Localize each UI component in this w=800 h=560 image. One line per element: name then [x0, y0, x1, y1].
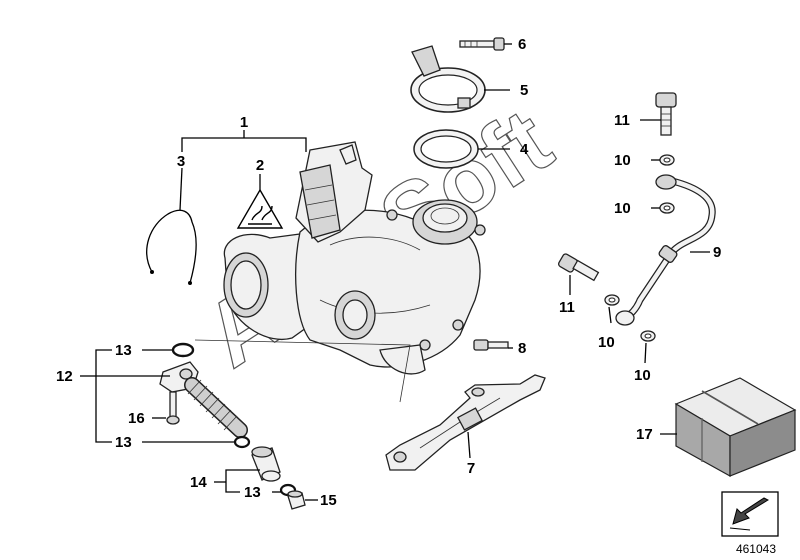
bracket-bolt[interactable] [473, 339, 509, 351]
callout-10-c: 10 [598, 334, 615, 351]
o-ring[interactable] [233, 435, 251, 449]
sealing-washer[interactable] [604, 294, 620, 306]
clamp-bolt[interactable] [459, 37, 505, 51]
gasket-ring[interactable] [413, 129, 479, 169]
callout-9: 9 [713, 244, 721, 261]
callout-10-b: 10 [614, 200, 631, 217]
callout-1: 1 [240, 114, 248, 131]
flange-screw[interactable] [166, 391, 180, 425]
hose-assembly[interactable] [159, 361, 248, 438]
sealing-plug[interactable] [287, 490, 306, 510]
v-band-clamp[interactable] [410, 45, 486, 113]
hot-surface-warning-icon [236, 188, 284, 229]
callout-13-a: 13 [115, 342, 132, 359]
callout-11-b: 11 [559, 299, 575, 316]
pipe-connector[interactable] [251, 446, 281, 482]
callout-6: 6 [518, 36, 526, 53]
callout-14: 14 [190, 474, 207, 491]
diagram-number: 461043 [736, 542, 776, 556]
callout-17: 17 [636, 426, 653, 443]
callout-4: 4 [520, 141, 529, 158]
callout-10-a: 10 [614, 152, 631, 169]
callout-3: 3 [177, 153, 185, 170]
callout-2: 2 [256, 157, 264, 174]
callout-7: 7 [467, 460, 475, 477]
callout-5: 5 [520, 82, 528, 99]
o-ring[interactable] [171, 342, 195, 358]
arrow-down-left-icon[interactable] [721, 491, 779, 537]
callout-labels: 1 2 3 4 5 6 7 8 9 10 10 10 10 11 11 12 1… [56, 36, 721, 509]
support-bracket[interactable] [385, 374, 546, 471]
sealing-washer[interactable] [640, 330, 656, 342]
repair-kit-box[interactable] [674, 377, 797, 478]
callout-15: 15 [320, 492, 337, 509]
callout-13-c: 13 [244, 484, 261, 501]
sealing-washer[interactable] [659, 202, 675, 214]
callout-13-b: 13 [115, 434, 132, 451]
leader-lines [80, 43, 710, 501]
callout-12: 12 [56, 368, 73, 385]
hollow-bolt[interactable] [558, 253, 600, 282]
sealing-washer[interactable] [659, 154, 675, 166]
callout-10-d: 10 [634, 367, 651, 384]
oil-feed-pipe[interactable] [615, 174, 716, 326]
assembly-outline [194, 339, 411, 403]
callout-16: 16 [128, 410, 145, 427]
callout-11-a: 11 [614, 112, 630, 129]
turbocharger[interactable] [223, 141, 486, 375]
callout-8: 8 [518, 340, 526, 357]
hollow-bolt[interactable] [655, 92, 677, 136]
retainer-clip[interactable] [146, 209, 197, 285]
